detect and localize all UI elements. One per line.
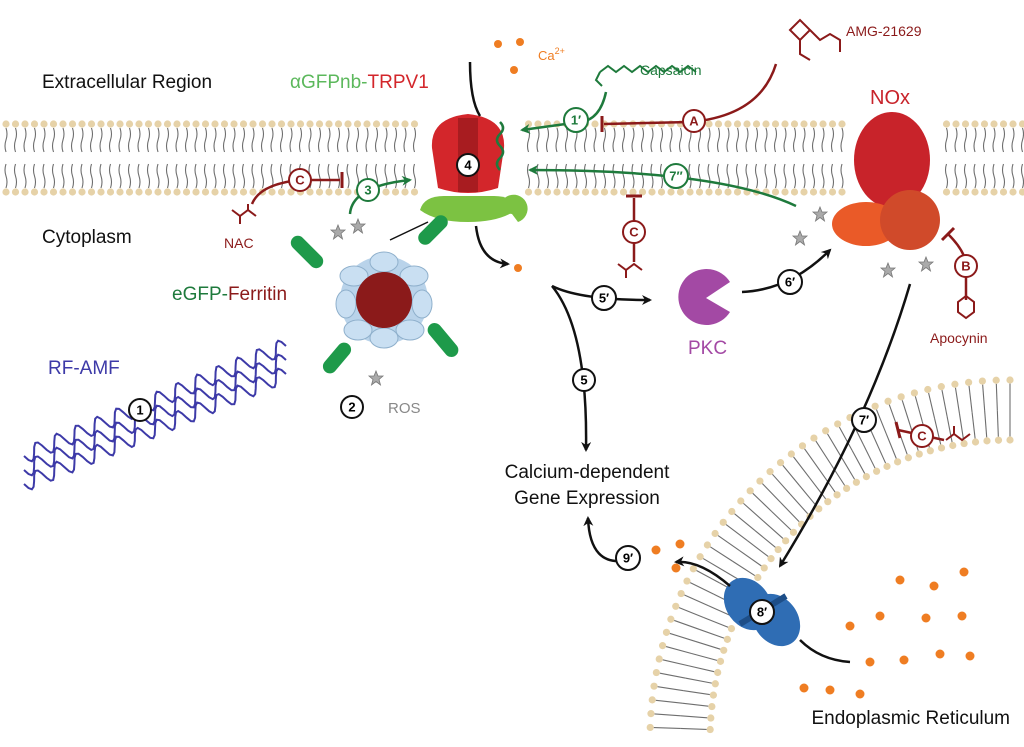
ros-star-icons (329, 205, 935, 387)
amg-label: AMG-21629 (846, 23, 922, 39)
gene-expression-line2: Gene Expression (514, 488, 660, 509)
inhibitor-b: B (961, 259, 970, 274)
step-1: 1 (136, 403, 143, 418)
apocynin-label: Apocynin (930, 330, 988, 346)
step-7-prime: 7′ (859, 413, 869, 428)
calcium-ions-top (494, 38, 524, 74)
step-5: 5 (580, 373, 587, 388)
step-4: 4 (464, 158, 472, 173)
channel-prefix: αGFPnb- (290, 72, 368, 93)
step-5-prime: 5′ (599, 291, 609, 306)
inhibitor-c-left: C (295, 173, 305, 188)
step-7-double-prime: 7″ (669, 169, 682, 184)
inhibitor-c-mid: C (629, 225, 639, 240)
capsaicin-molecule-icon (594, 64, 697, 87)
step-8-prime: 8′ (757, 605, 767, 620)
step-1-prime: 1′ (571, 113, 581, 128)
nac-molecule-icon (231, 204, 257, 224)
step-3: 3 (364, 183, 371, 198)
nox-enzyme-icon (832, 112, 940, 250)
channel-name: TRPV1 (368, 72, 429, 93)
ferritin-name: Ferritin (228, 284, 287, 305)
calcium-label: Ca2+ (538, 46, 565, 63)
er-label: Endoplasmic Reticulum (811, 708, 1010, 729)
calcium-ion-cytoplasm (514, 264, 522, 272)
calcium-superscript: 2+ (555, 46, 565, 56)
rf-amf-label: RF-AMF (48, 358, 120, 379)
apocynin-molecule-icon (957, 294, 975, 320)
gene-expression-line1: Calcium-dependent (505, 462, 670, 483)
ferritin-icon (290, 215, 459, 374)
inhibitor-c-right: C (917, 429, 927, 444)
trpv1-channel-icon (420, 61, 528, 222)
ros-label: ROS (388, 400, 421, 417)
channel-label: αGFPnb-TRPV1 (290, 72, 429, 93)
nox-label: NOx (870, 87, 910, 109)
nac-label: NAC (224, 235, 254, 251)
ferritin-label: eGFP-Ferritin (172, 284, 287, 305)
step-2: 2 (348, 400, 355, 415)
er-membrane (646, 376, 1014, 734)
ferritin-prefix: eGFP- (172, 284, 228, 305)
amg-molecule-icon (788, 18, 841, 61)
step-6-prime: 6′ (785, 275, 795, 290)
nac-molecule-mid-icon (617, 262, 643, 278)
step-9-prime: 9′ (623, 551, 633, 566)
extracellular-label: Extracellular Region (42, 72, 212, 93)
cytoplasm-label: Cytoplasm (42, 227, 132, 248)
pkc-label: PKC (688, 338, 727, 359)
capsaicin-label: Capsaicin (640, 62, 701, 78)
calcium-text: Ca (538, 48, 555, 63)
rf-amf-wave-icon (23, 339, 287, 491)
nac-molecule-right-icon (945, 426, 971, 442)
pkc-enzyme-icon (678, 269, 730, 326)
plasma-membrane (2, 120, 1024, 196)
inhibitor-a: A (689, 114, 699, 129)
calcium-ions-er (651, 539, 975, 699)
